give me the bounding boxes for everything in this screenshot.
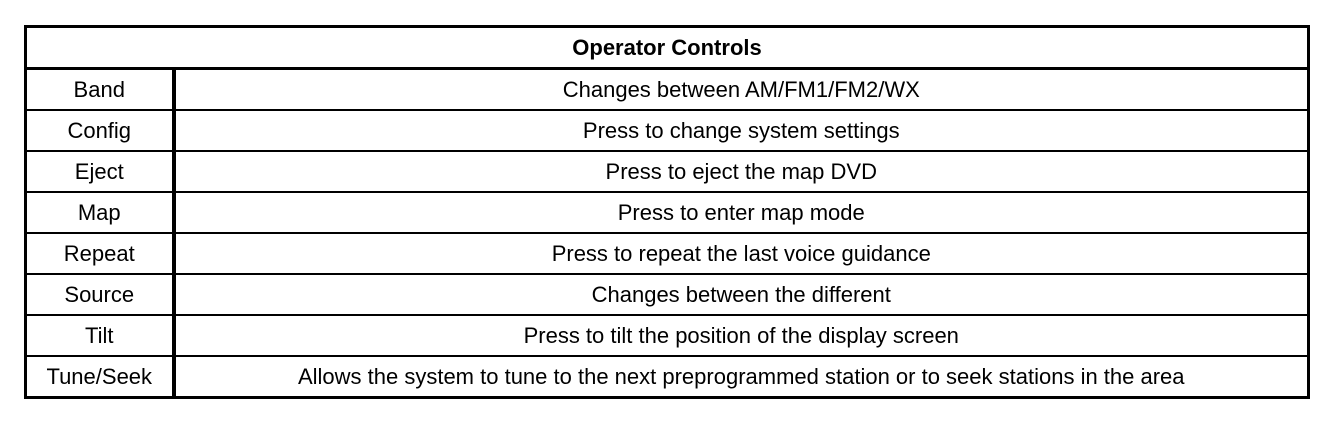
table-row: Map Press to enter map mode <box>24 191 1310 234</box>
control-description: Allows the system to tune to the next pr… <box>172 355 1310 399</box>
control-name: Repeat <box>24 232 176 275</box>
table-row: Eject Press to eject the map DVD <box>24 150 1310 193</box>
control-description: Changes between AM/FM1/FM2/WX <box>172 67 1310 111</box>
table-row: Tilt Press to tilt the position of the d… <box>24 314 1310 357</box>
table-row: Source Changes between the different <box>24 273 1310 316</box>
table-title: Operator Controls <box>24 25 1310 70</box>
control-description: Press to eject the map DVD <box>172 150 1310 193</box>
control-name: Map <box>24 191 176 234</box>
table-header-row: Operator Controls <box>24 25 1310 70</box>
table-row: Config Press to change system settings <box>24 109 1310 152</box>
control-name: Band <box>24 67 176 111</box>
table-row: Tune/Seek Allows the system to tune to t… <box>24 355 1310 399</box>
control-description: Press to repeat the last voice guidance <box>172 232 1310 275</box>
control-description: Press to tilt the position of the displa… <box>172 314 1310 357</box>
control-name: Source <box>24 273 176 316</box>
control-description: Changes between the different <box>172 273 1310 316</box>
control-name: Tilt <box>24 314 176 357</box>
table-row: Repeat Press to repeat the last voice gu… <box>24 232 1310 275</box>
table-row: Band Changes between AM/FM1/FM2/WX <box>24 67 1310 111</box>
operator-controls-table: Operator Controls Band Changes between A… <box>24 25 1310 399</box>
control-name: Config <box>24 109 176 152</box>
control-description: Press to change system settings <box>172 109 1310 152</box>
control-name: Tune/Seek <box>24 355 176 399</box>
control-name: Eject <box>24 150 176 193</box>
control-description: Press to enter map mode <box>172 191 1310 234</box>
